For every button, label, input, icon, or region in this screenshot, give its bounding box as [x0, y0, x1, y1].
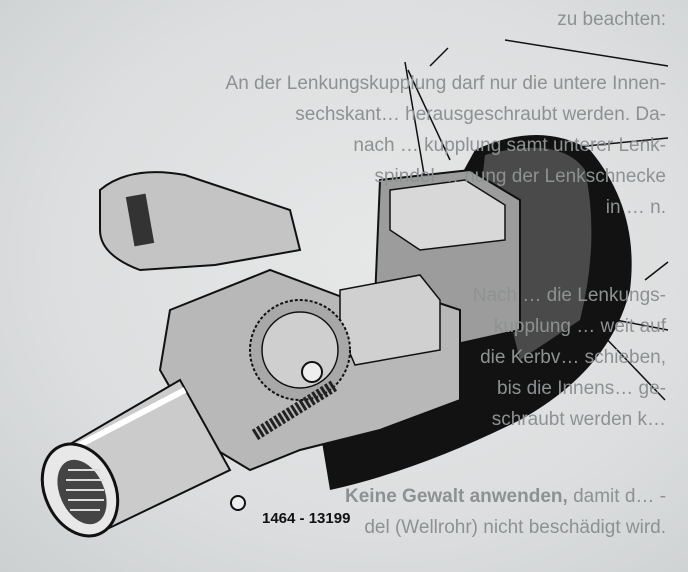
connector-plug: [99, 171, 302, 272]
text-paragraph-2: Nach … die Lenkungs- kupplung … weit auf…: [36, 280, 666, 435]
text-line: An der Lenkungskupplung darf nur die unt…: [225, 73, 666, 94]
text-line: sechskant… herausgeschraubt werden. Da-: [295, 104, 666, 125]
connector-pins: [125, 193, 155, 247]
text-line: schraubt werden k…: [491, 409, 666, 430]
text-line: die Kerbv… schieben,: [480, 347, 666, 368]
text-line: kupplung … weit auf: [493, 316, 666, 337]
tube-highlight: [68, 387, 187, 453]
gear-axle: [301, 361, 323, 383]
figure-number: 1464 - 13199: [262, 510, 351, 527]
housing-bracket: [389, 179, 506, 251]
text-intro: zu beachten:: [36, 4, 666, 35]
text-line: in … n.: [605, 197, 666, 218]
tube-interior: [57, 459, 107, 525]
text-line: Nach … die Lenkungs-: [472, 285, 666, 306]
text-paragraph-1: An der Lenkungskupplung darf nur die unt…: [36, 68, 666, 223]
text-line: nach … kupplung samt unterer Lenk-: [353, 135, 666, 156]
text-line: bis die Innens… ge-: [497, 378, 666, 399]
mounting-eye: [230, 495, 246, 511]
text-line: del (Wellrohr) nicht beschädigt wird.: [364, 517, 666, 538]
splined-shaft: [66, 469, 104, 511]
text-line: zu beachten:: [557, 9, 666, 30]
text-line: spindel … nung der Lenkschnecke: [374, 166, 666, 187]
text-line: damit d… -: [567, 486, 666, 507]
worm-gear: [251, 379, 339, 441]
warning-text: Keine Gewalt anwenden,: [345, 486, 568, 507]
leader-lines: [404, 39, 669, 401]
text-paragraph-3: Keine Gewalt anwenden, damit d… - del (W…: [36, 481, 666, 543]
